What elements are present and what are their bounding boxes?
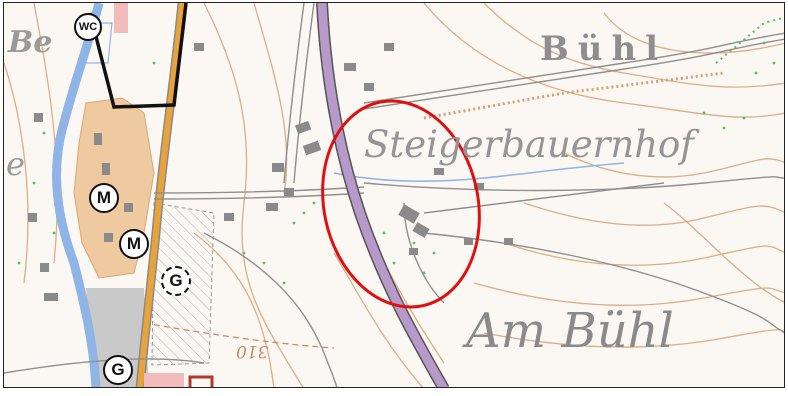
railway	[316, 3, 450, 387]
vegetation	[17, 21, 776, 285]
settlement-blocks	[114, 3, 214, 387]
contour-label: 310	[236, 341, 269, 361]
g-symbol-dashed: G	[161, 266, 191, 296]
stream	[333, 162, 625, 183]
m-symbol-2: M	[119, 229, 149, 259]
buildings	[28, 43, 513, 301]
highlight-circle	[321, 99, 481, 309]
place-label-be: Be	[8, 25, 53, 60]
topographic-map[interactable]: Be e Bühl Steigerbauernhof Am Bühl 310 W…	[3, 2, 785, 388]
roads	[4, 3, 784, 387]
place-label-buehl: Bühl	[540, 29, 668, 69]
boundary-line	[88, 3, 188, 109]
river-grid	[83, 22, 113, 64]
river	[52, 3, 104, 387]
place-label-e: e	[6, 145, 25, 183]
place-label-am-buehl: Am Bühl	[466, 303, 674, 359]
m-symbol-1: M	[89, 183, 119, 213]
contour-lines	[4, 3, 784, 387]
g-symbol: G	[103, 355, 133, 385]
gray-area	[86, 288, 149, 387]
place-label-steigerbauernhof: Steigerbauernhof	[364, 123, 695, 166]
wc-symbol: WC	[74, 13, 102, 41]
